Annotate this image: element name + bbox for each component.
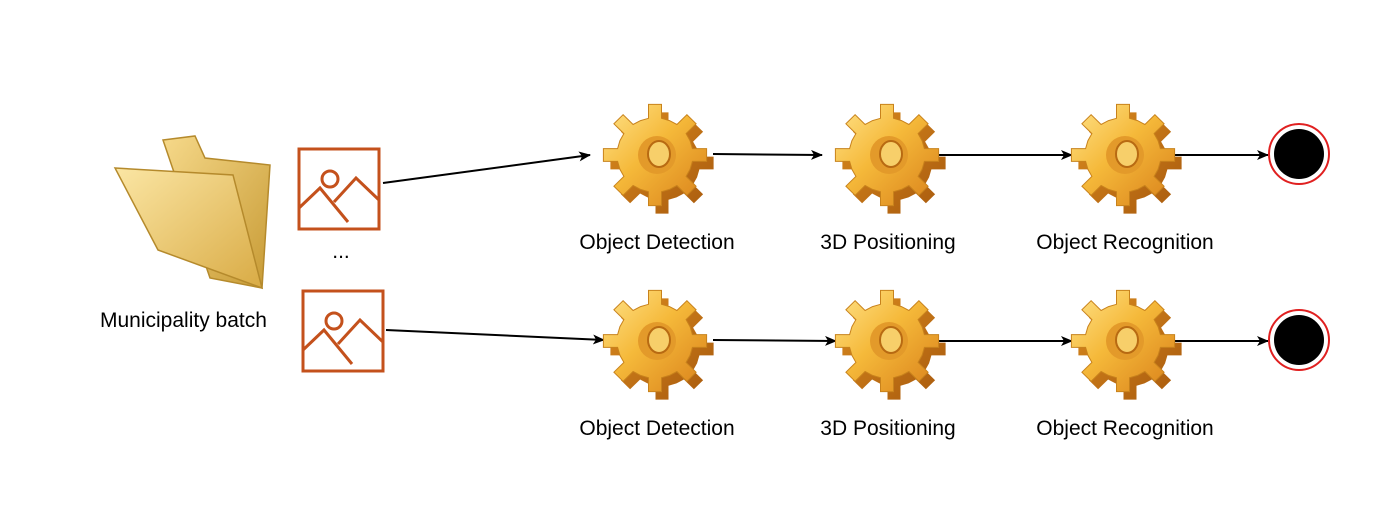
folder-icon xyxy=(113,135,271,290)
gear-icon xyxy=(602,103,714,214)
arrow-source-to-detection-1 xyxy=(382,151,591,184)
gear-icon xyxy=(834,103,946,214)
gear-icon xyxy=(602,289,714,400)
gears-group xyxy=(602,103,1182,400)
gear-icon xyxy=(1070,289,1182,400)
gear-icon xyxy=(834,289,946,400)
ellipsis-label: ... xyxy=(332,240,350,263)
step-label-object-recognition: Object Recognition xyxy=(1036,231,1214,254)
step-label-3d-positioning: 3D Positioning xyxy=(820,231,956,254)
step-label-object-recognition: Object Recognition xyxy=(1036,417,1214,440)
end-state-icon xyxy=(1268,309,1330,371)
arrow-detection-to-positioning-2 xyxy=(712,335,837,346)
step-label-object-detection: Object Detection xyxy=(579,231,735,254)
image-icon xyxy=(297,147,381,231)
arrow-source-to-detection-2 xyxy=(385,329,605,345)
step-label-3d-positioning: 3D Positioning xyxy=(820,417,956,440)
gear-icon xyxy=(1070,103,1182,214)
arrow-detection-to-positioning-1 xyxy=(712,149,823,160)
end-state-icon xyxy=(1268,123,1330,185)
step-label-object-detection: Object Detection xyxy=(579,417,735,440)
folder-label: Municipality batch xyxy=(100,309,267,332)
image-icon xyxy=(301,289,385,373)
